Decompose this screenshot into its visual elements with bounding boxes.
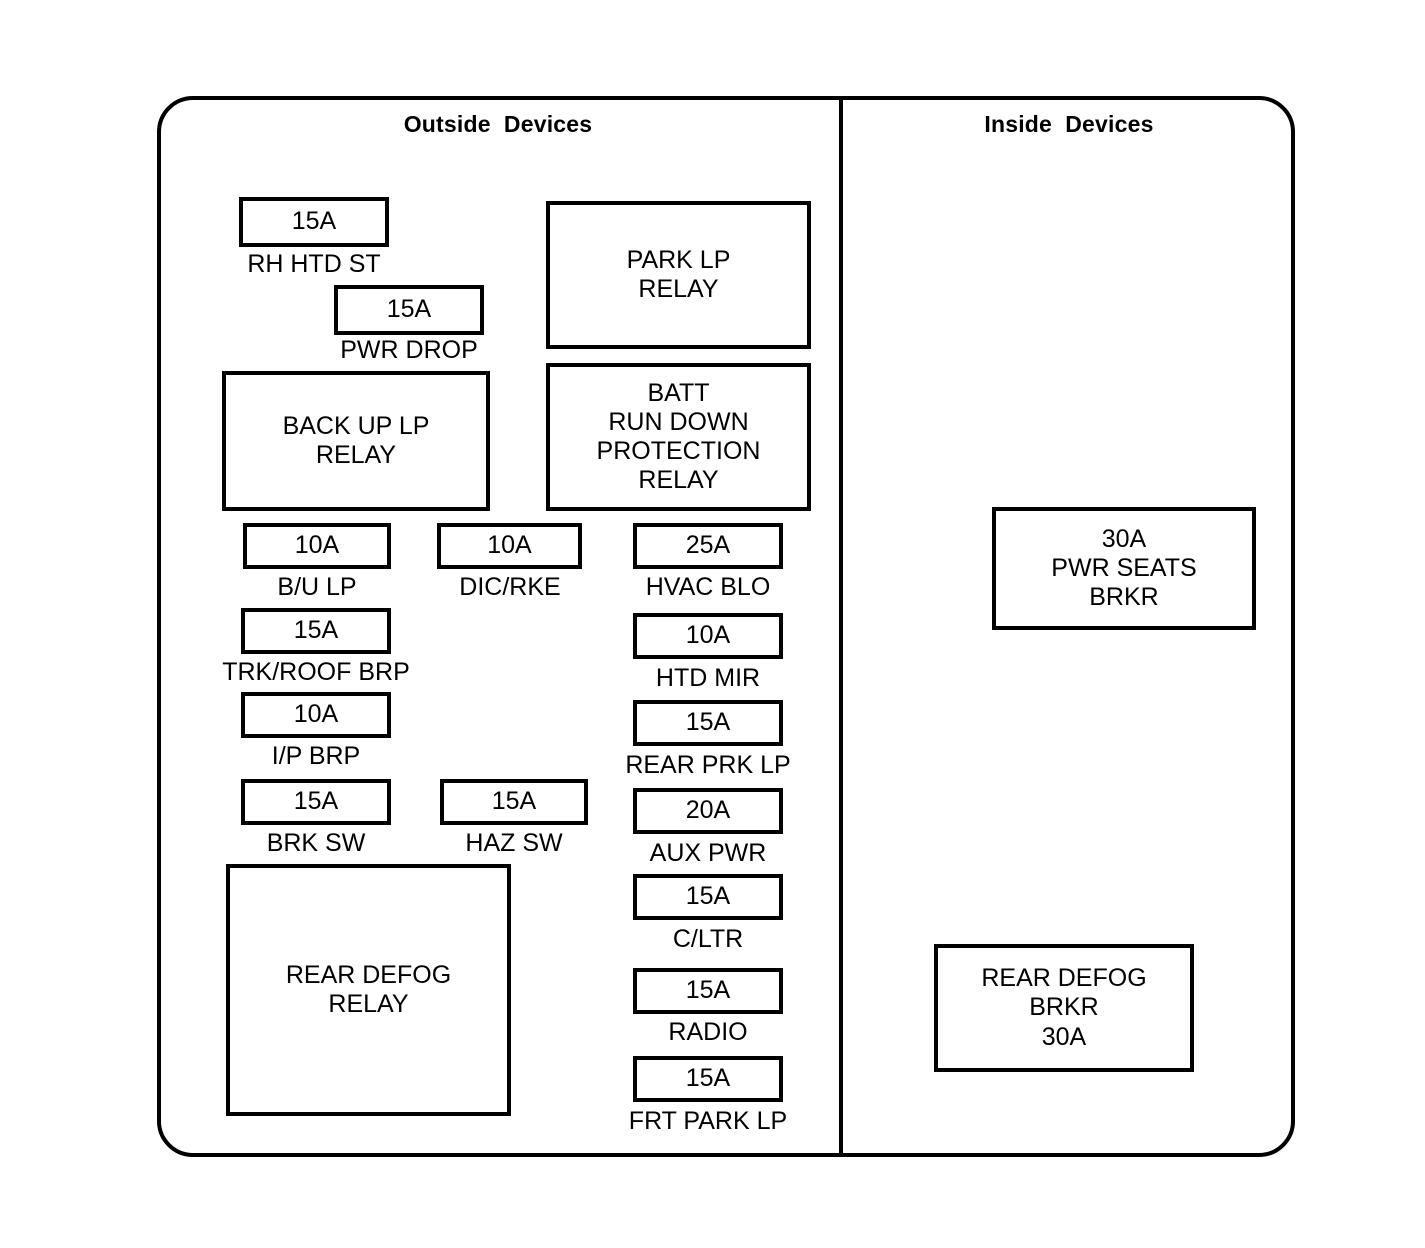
fuse-rear-prk-lp[interactable]: 15A [633, 700, 783, 746]
fuse-rh-htd-st[interactable]: 15A [239, 197, 389, 247]
fuse-caption-dic-rke: DIC/RKE [459, 573, 561, 601]
fuse-ip-brp[interactable]: 10A [241, 692, 391, 738]
breaker-pwr-seats[interactable]: 30A PWR SEATS BRKR [992, 507, 1256, 630]
fuse-caption-brk-sw: BRK SW [266, 829, 366, 857]
fuse-aux-pwr[interactable]: 20A [633, 788, 783, 834]
fuse-caption-trk-roof-brp: TRK/ROOF BRP [222, 658, 410, 686]
fuse-caption-c-ltr: C/LTR [672, 925, 744, 953]
inside-devices-title: Inside Devices [984, 111, 1154, 137]
relay-batt-run-down-protection[interactable]: BATT RUN DOWN PROTECTION RELAY [546, 363, 811, 511]
fuse-caption-htd-mir: HTD MIR [655, 664, 761, 692]
fuse-haz-sw[interactable]: 15A [440, 779, 588, 825]
fuse-caption-bu-lp: B/U LP [277, 573, 357, 601]
fuse-hvac-blo[interactable]: 25A [633, 523, 783, 569]
fuse-caption-frt-park-lp: FRT PARK LP [628, 1107, 788, 1135]
fuse-dic-rke[interactable]: 10A [437, 523, 582, 569]
relay-park-lp[interactable]: PARK LP RELAY [546, 201, 811, 349]
fuse-htd-mir[interactable]: 10A [633, 613, 783, 659]
fuse-caption-radio: RADIO [668, 1018, 748, 1046]
fuse-c-ltr[interactable]: 15A [633, 874, 783, 920]
outside-devices-title: Outside Devices [403, 111, 593, 137]
fuse-bu-lp[interactable]: 10A [243, 523, 391, 569]
breaker-rear-defog[interactable]: REAR DEFOG BRKR 30A [934, 944, 1194, 1072]
fuse-frt-park-lp[interactable]: 15A [633, 1056, 783, 1102]
relay-back-up-lp[interactable]: BACK UP LP RELAY [222, 371, 490, 511]
fuse-caption-haz-sw: HAZ SW [465, 829, 563, 857]
fuse-caption-rh-htd-st: RH HTD ST [247, 250, 381, 278]
fuse-caption-aux-pwr: AUX PWR [649, 839, 767, 867]
fuse-caption-hvac-blo: HVAC BLO [645, 573, 771, 601]
relay-rear-defog[interactable]: REAR DEFOG RELAY [226, 864, 511, 1116]
fuse-trk-roof-brp[interactable]: 15A [241, 608, 391, 654]
fuse-radio[interactable]: 15A [633, 968, 783, 1014]
fuse-caption-pwr-drop: PWR DROP [340, 336, 478, 364]
fuse-pwr-drop[interactable]: 15A [334, 285, 484, 335]
panel-divider [839, 96, 843, 1157]
fuse-caption-ip-brp: I/P BRP [271, 742, 361, 770]
fuse-caption-rear-prk-lp: REAR PRK LP [625, 751, 791, 779]
fuse-brk-sw[interactable]: 15A [241, 779, 391, 825]
